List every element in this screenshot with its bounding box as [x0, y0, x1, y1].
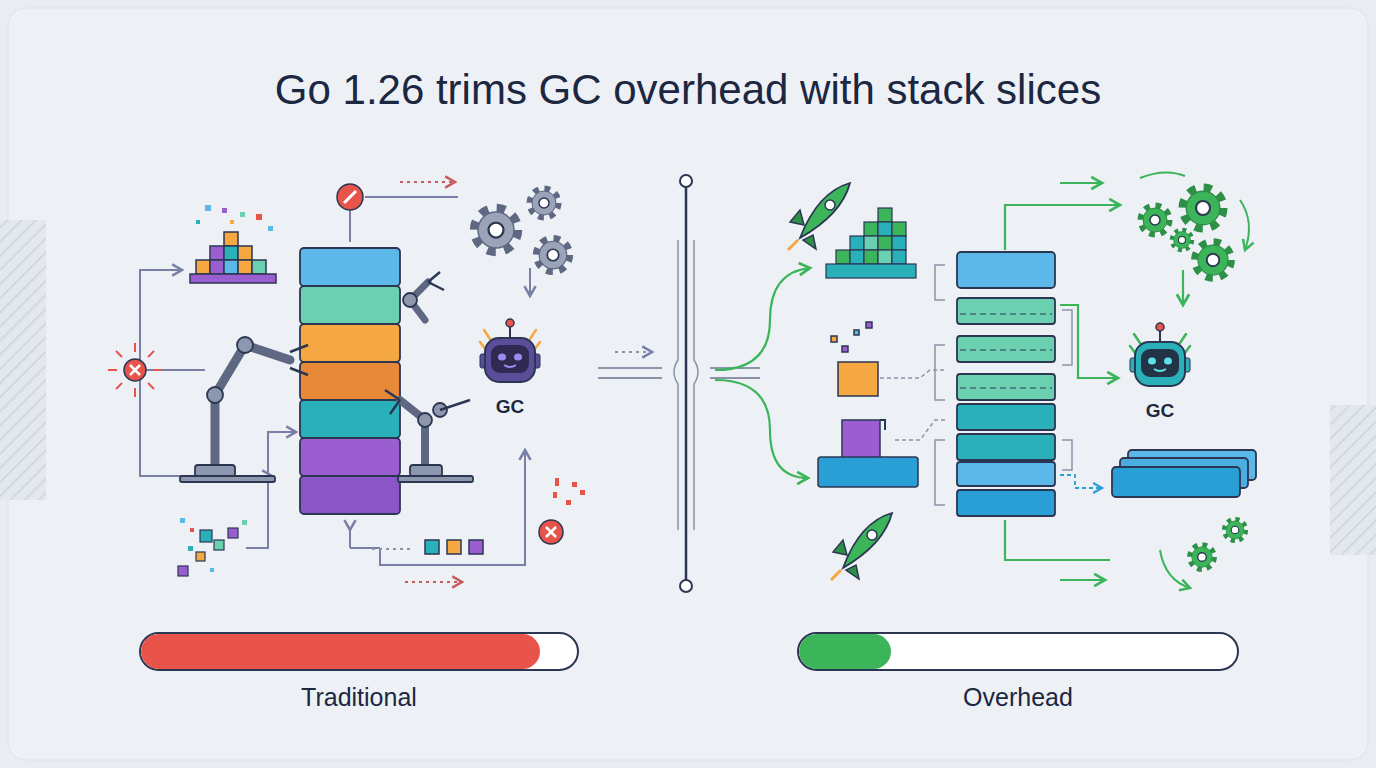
robot-icon: [1120, 318, 1200, 398]
gc-robot: GC: [1120, 318, 1200, 422]
progress-fill: [799, 634, 891, 669]
robot-label: GC: [470, 396, 550, 418]
progress-track: [797, 632, 1239, 671]
bar-label: Overhead: [797, 683, 1239, 712]
robot-icon: [470, 314, 550, 394]
overhead-bar: Overhead: [797, 632, 1239, 712]
gc-robot: GC: [470, 314, 550, 418]
robot-label: GC: [1120, 400, 1200, 422]
progress-fill: [141, 634, 540, 669]
bar-label: Traditional: [139, 683, 579, 712]
overhead-bar: Traditional: [139, 632, 579, 712]
title-text: Go 1.26 trims GC overhead with stack sli…: [0, 66, 1376, 114]
progress-track: [139, 632, 579, 671]
